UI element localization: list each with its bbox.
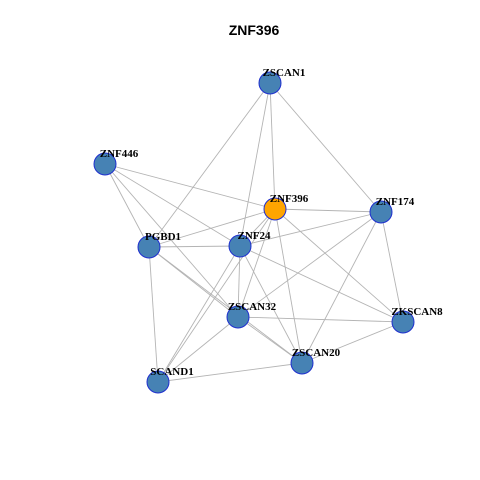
node-zkscan8 xyxy=(391,310,415,334)
node-label-zscan20: ZSCAN20 xyxy=(292,347,341,359)
edge-znf396-pgbd1 xyxy=(148,208,276,248)
node-layer xyxy=(93,71,415,394)
edge-znf396-scand1 xyxy=(157,208,276,383)
node-znf446 xyxy=(93,152,117,176)
edge-zscan1-znf396 xyxy=(269,82,276,210)
edge-zscan1-znf24 xyxy=(239,82,271,247)
edge-zscan1-pgbd1 xyxy=(148,82,271,248)
node-label-pgbd1: PGBD1 xyxy=(145,231,181,243)
edge-znf24-zscan32 xyxy=(237,245,241,318)
edge-znf174-zscan32 xyxy=(237,211,382,318)
edge-znf396-znf174 xyxy=(274,208,382,213)
node-scand1 xyxy=(146,370,170,394)
node-zscan20 xyxy=(290,351,314,375)
node-znf174 xyxy=(369,200,393,224)
node-label-znf396: ZNF396 xyxy=(270,193,309,205)
edge-pgbd1-zscan20 xyxy=(148,246,303,364)
edge-znf396-zscan20 xyxy=(274,208,303,364)
node-znf24 xyxy=(228,234,252,258)
edge-zscan32-zkscan8 xyxy=(237,316,404,323)
node-label-scand1: SCAND1 xyxy=(150,366,193,378)
edge-zscan1-znf174 xyxy=(269,82,382,213)
node-label-znf446: ZNF446 xyxy=(100,148,139,160)
edge-znf446-znf396 xyxy=(104,163,276,210)
node-label-zkscan8: ZKSCAN8 xyxy=(391,306,443,318)
edge-zscan20-scand1 xyxy=(157,362,303,383)
node-label-zscan1: ZSCAN1 xyxy=(263,67,306,79)
edge-znf24-zscan20 xyxy=(239,245,303,364)
edge-znf24-scand1 xyxy=(157,245,241,383)
edge-znf174-zkscan8 xyxy=(380,211,404,323)
edge-pgbd1-znf24 xyxy=(148,245,241,248)
node-zscan1 xyxy=(258,71,282,95)
node-zscan32 xyxy=(226,305,250,329)
node-pgbd1 xyxy=(137,235,161,259)
edge-zkscan8-zscan20 xyxy=(301,321,404,364)
node-znf396 xyxy=(263,197,287,221)
edge-znf174-znf24 xyxy=(239,211,382,247)
edge-znf24-zkscan8 xyxy=(239,245,404,323)
edge-zscan32-zscan20 xyxy=(237,316,303,364)
edge-znf446-pgbd1 xyxy=(104,163,150,248)
edge-zscan32-scand1 xyxy=(157,316,239,383)
node-label-znf174: ZNF174 xyxy=(376,196,415,208)
edge-znf396-zkscan8 xyxy=(274,208,404,323)
edge-znf446-znf24 xyxy=(104,163,241,247)
graph-title: ZNF396 xyxy=(229,22,280,38)
edge-znf396-zscan32 xyxy=(237,208,276,318)
edge-layer xyxy=(104,82,404,383)
node-label-znf24: ZNF24 xyxy=(238,230,272,242)
edge-znf174-zscan20 xyxy=(301,211,382,364)
edge-pgbd1-scand1 xyxy=(148,246,159,383)
node-label-zscan32: ZSCAN32 xyxy=(228,301,277,313)
